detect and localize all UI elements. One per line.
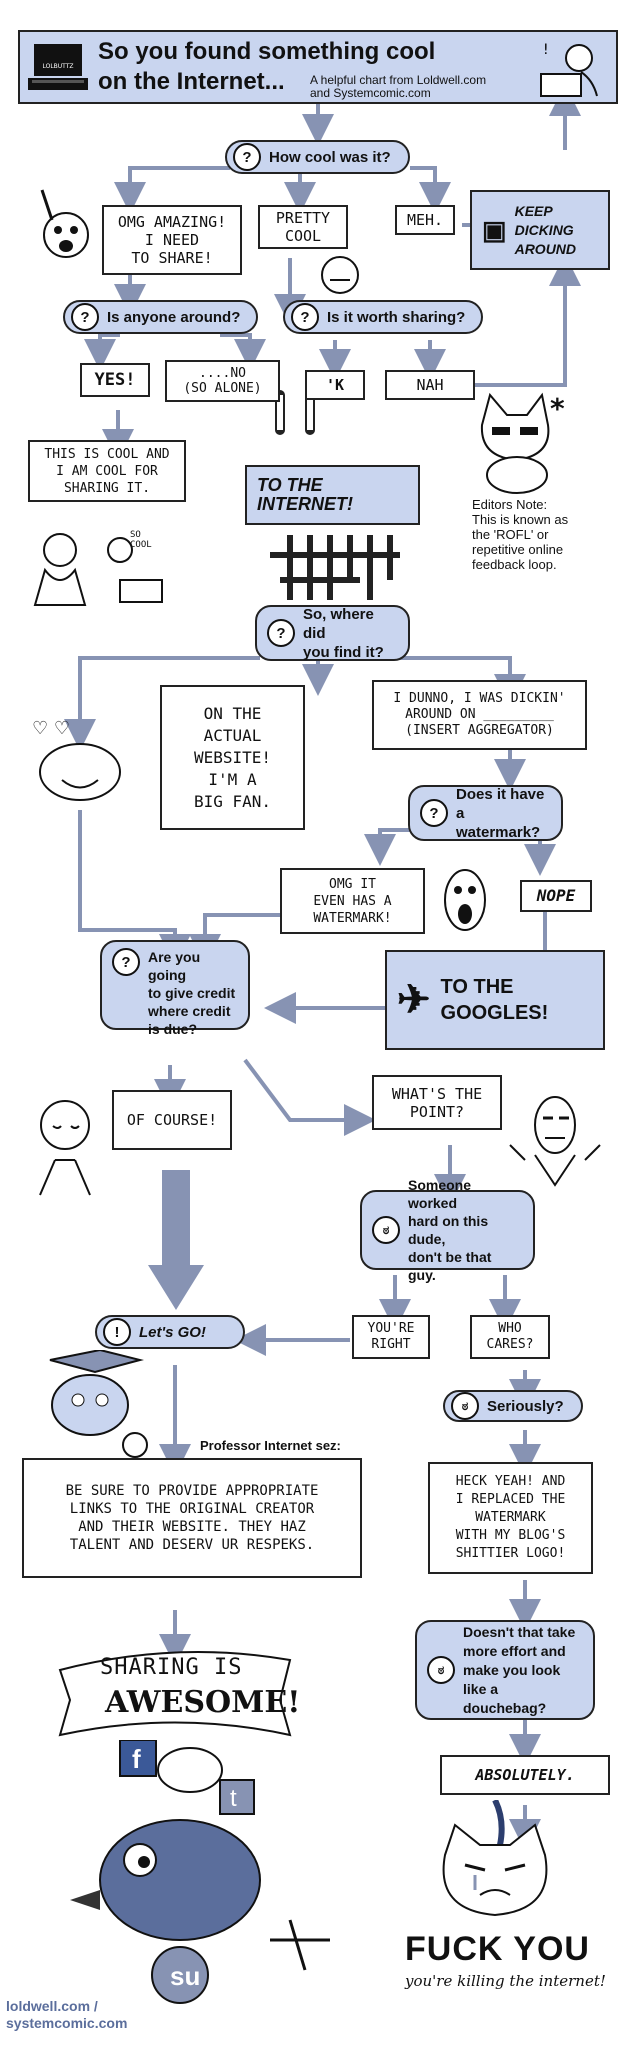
omg-node: OMG AMAZING! I NEED TO SHARE!: [102, 205, 242, 275]
asterisk-icon: *: [550, 392, 565, 425]
actual-website-node: ON THE ACTUAL WEBSITE! I'M A BIG FAN.: [160, 685, 305, 830]
svg-text:t: t: [230, 1785, 237, 1812]
absolutely-node: ABSOLUTELY.: [440, 1755, 610, 1795]
keep-dicking-node: ▣ KEEP DICKING AROUND: [470, 190, 610, 270]
footer-credit: loldwell.com / systemcomic.com: [6, 1998, 128, 2031]
content-person-icon: [25, 1090, 105, 1200]
lets-go-label: Let's GO!: [139, 1323, 206, 1341]
whats-point-node: WHAT'S THE POINT?: [372, 1075, 502, 1130]
grimace-person-icon: [315, 250, 365, 300]
person-at-laptop-icon: !: [535, 38, 605, 100]
googles-node: ✈ TO THE GOOGLES!: [385, 950, 605, 1050]
nope-node: NOPE: [520, 880, 592, 912]
fan-face-icon: ♡ ♡: [22, 710, 132, 810]
someone-worked-node: ಠ Someone worked hard on this dude, don'…: [360, 1177, 535, 1283]
killing-label: you're killing the internet!: [405, 1972, 606, 1990]
angry-person-icon: [505, 1090, 605, 1190]
someone-worked-label: Someone worked hard on this dude, don't …: [408, 1177, 492, 1283]
keep-dicking-label: KEEP DICKING AROUND: [514, 202, 577, 257]
so-cool-label: SO COOL: [130, 530, 152, 550]
svg-text:!: !: [543, 42, 549, 58]
to-internet-node: TO THE INTERNET!: [245, 465, 420, 525]
sharing-banner: [50, 1640, 300, 1740]
credit-q-label: Are you going to give credit where credi…: [148, 949, 236, 1037]
exclaim-icon: !: [103, 1318, 131, 1346]
laptop-logo-icon: LOLBUTTZ: [28, 40, 88, 96]
aggregator-node: I DUNNO, I WAS DICKIN' AROUND ON _______…: [372, 680, 587, 750]
question-icon: ?: [112, 948, 140, 976]
sharing-is-label: SHARING IS: [100, 1655, 243, 1680]
how-cool-label: How cool was it?: [269, 148, 391, 166]
crying-cat-icon: [420, 1798, 570, 1930]
anyone-around-label: Is anyone around?: [107, 308, 241, 326]
anyone-around-node: ? Is anyone around?: [63, 300, 258, 334]
title-line-1: So you found something cool: [98, 38, 436, 65]
sunglasses-cat-icon: [462, 385, 572, 495]
laptop-sharer-icon: [25, 510, 165, 610]
leaping-figure-icon: ✈: [397, 977, 431, 1022]
fuck-you-label: FUCK YOU: [405, 1930, 590, 1968]
question-icon: ?: [420, 799, 448, 827]
how-cool-node: ? How cool was it?: [225, 140, 410, 174]
yes-node: YES!: [80, 363, 150, 397]
googles-label: TO THE GOOGLES!: [440, 976, 549, 1024]
awesome-label: AWESOME!: [105, 1685, 301, 1720]
header-banner: LOLBUTTZ So you found something cool on …: [18, 30, 618, 104]
svg-text:LOLBUTTZ: LOLBUTTZ: [42, 63, 73, 70]
who-cares-node: WHO CARES?: [470, 1315, 550, 1359]
douchebag-node: ಠ Doesn't that take more effort and make…: [415, 1620, 595, 1720]
where-find-node: ? So, where did you find it?: [255, 605, 410, 661]
annoyed-face-icon: ಠ: [427, 1656, 455, 1684]
heck-yeah-node: HECK YEAH! AND I REPLACED THE WATERMARK …: [428, 1462, 593, 1574]
seriously-node: ಠ Seriously?: [443, 1390, 583, 1422]
this-is-cool-node: THIS IS COOL AND I AM COOL FOR SHARING I…: [28, 440, 186, 502]
lets-go-node: ! Let's GO!: [95, 1315, 245, 1349]
k-node: 'K: [305, 370, 365, 400]
svg-text:♡ ♡: ♡ ♡: [32, 718, 70, 739]
editors-note: Editors Note: This is known as the 'ROFL…: [472, 497, 569, 572]
to-internet-label: TO THE INTERNET!: [257, 475, 353, 514]
professor-text-node: BE SURE TO PROVIDE APPROPRIATE LINKS TO …: [22, 1458, 362, 1578]
douchebag-label: Doesn't that take more effort and make y…: [463, 1623, 576, 1716]
worth-sharing-label: Is it worth sharing?: [327, 308, 466, 326]
excited-person-icon: [28, 180, 98, 270]
title-line-2: on the Internet...: [98, 68, 285, 95]
watermark-q-node: ? Does it have a watermark?: [408, 785, 563, 841]
worth-sharing-node: ? Is it worth sharing?: [283, 300, 483, 334]
where-find-label: So, where did you find it?: [303, 605, 384, 661]
omg-watermark-node: OMG IT EVEN HAS A WATERMARK!: [280, 868, 425, 934]
header-subtitle: A helpful chart from Loldwell.com and Sy…: [310, 73, 487, 100]
annoyed-face-icon: ಠ: [372, 1216, 400, 1244]
youre-right-node: YOU'RE RIGHT: [352, 1315, 430, 1359]
social-mascots-icon: f t su: [70, 1739, 340, 2020]
of-course-node: OF COURSE!: [112, 1090, 232, 1150]
watermark-q-label: Does it have a watermark?: [456, 785, 545, 841]
meh-node: MEH.: [395, 205, 455, 235]
credit-q-node: ? Are you going to give credit where cre…: [100, 940, 250, 1037]
seriously-label: Seriously?: [487, 1397, 564, 1415]
question-icon: ?: [71, 303, 99, 331]
pretty-cool-node: PRETTY COOL: [258, 205, 348, 249]
question-icon: ?: [233, 143, 261, 171]
big-down-arrow: [148, 1170, 204, 1310]
annoyed-face-icon: ಠ: [451, 1392, 479, 1420]
question-icon: ?: [267, 619, 295, 647]
no-alone-node: ....NO (SO ALONE): [165, 360, 280, 402]
desk-icon: ▣: [482, 214, 507, 245]
shocked-face-icon: [440, 862, 490, 936]
svg-text:su: su: [170, 1961, 200, 1991]
professor-cat-icon: [20, 1348, 160, 1460]
nah-node: NAH: [385, 370, 475, 400]
professor-sez-label: Professor Internet sez:: [200, 1438, 341, 1453]
question-icon: ?: [291, 303, 319, 331]
svg-text:f: f: [132, 1744, 141, 1774]
